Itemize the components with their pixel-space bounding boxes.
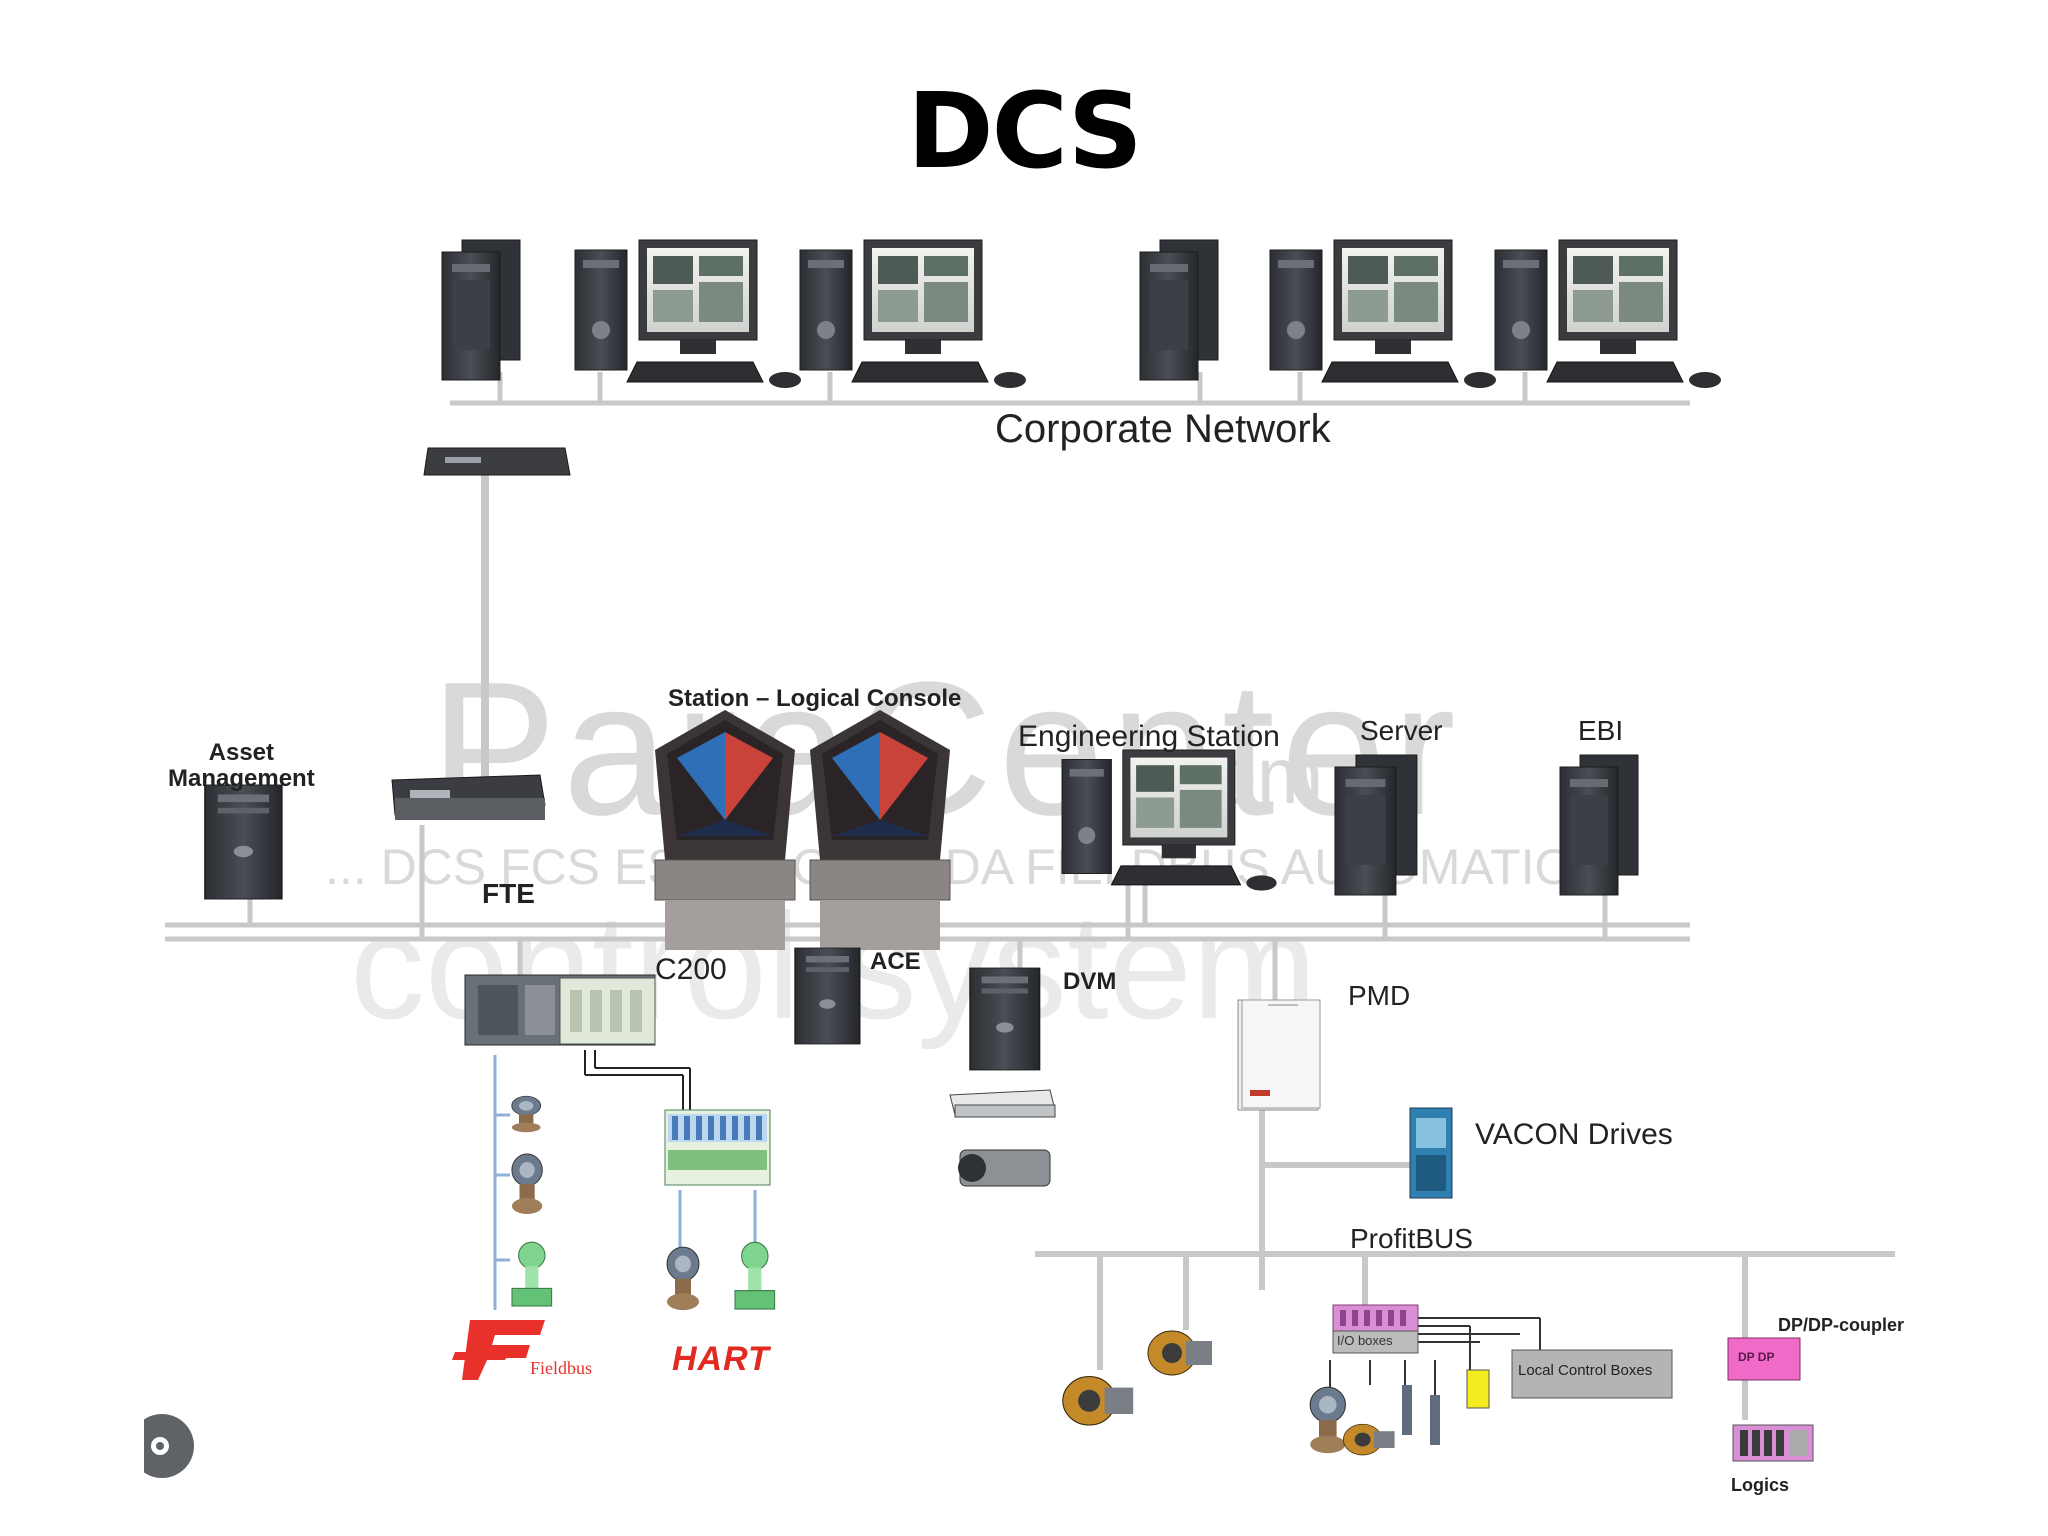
fte-switch — [391, 774, 546, 820]
io-device-sensor-2 — [1430, 1395, 1440, 1445]
corporate-workstation-3 — [1269, 239, 1497, 389]
logics-plc — [1732, 1424, 1814, 1462]
asset-management-server — [204, 784, 283, 900]
corporate-network-label: Corporate Network — [995, 407, 1331, 451]
server-tower — [1334, 754, 1418, 896]
io-box-lines — [1329, 1317, 1541, 1400]
ace-server — [794, 947, 861, 1045]
c200-label: C200 — [655, 953, 727, 986]
ace-label: ACE — [870, 948, 921, 975]
station-console-label: Station – Logical Console — [668, 685, 962, 712]
hart-flowmeter — [734, 1241, 776, 1310]
logical-console-2 — [809, 709, 951, 951]
engineering-station-label: Engineering Station — [1018, 720, 1280, 753]
logical-console-1 — [654, 709, 796, 951]
page-title: DCS — [907, 70, 1142, 192]
cctv-camera — [958, 1149, 1051, 1187]
fieldbus-line — [493, 1055, 757, 1310]
dp-coupler-box — [1727, 1337, 1801, 1381]
corporate-server-1 — [441, 239, 521, 381]
io-device-yellow — [1466, 1369, 1490, 1409]
corporate-workstation-4 — [1494, 239, 1722, 389]
dp-coupler-label: DP/DP-coupler — [1778, 1315, 1905, 1335]
hart-valve — [666, 1246, 700, 1311]
profitbus-label: ProfitBUS — [1350, 1223, 1473, 1254]
fieldbus-valve-1 — [511, 1153, 543, 1215]
asset-management-label: Asset Management — [168, 739, 315, 792]
router — [423, 447, 571, 476]
fieldbus-transmitter-1 — [511, 1095, 542, 1133]
io-device-valve — [1343, 1423, 1395, 1456]
google-lens-icon[interactable] — [130, 1414, 194, 1478]
logics-label: Logics — [1731, 1475, 1790, 1495]
profibus-bus — [1035, 1105, 1895, 1420]
ebi-label: EBI — [1578, 715, 1624, 746]
local-control-boxes-label: Local Control Boxes — [1518, 1362, 1653, 1379]
io-boxes-label: I/O boxes — [1337, 1333, 1393, 1348]
io-device-transmitter — [1309, 1386, 1346, 1454]
vacon-drive — [1409, 1107, 1453, 1199]
io-box — [1332, 1304, 1419, 1354]
dp-dp-box-label: DP DP — [1738, 1350, 1775, 1364]
corporate-workstation-2 — [799, 239, 1027, 389]
hart-terminal-block — [664, 1109, 771, 1186]
profibus-motor-1 — [1062, 1376, 1134, 1426]
c200-io-lines — [584, 1050, 691, 1110]
profibus-motor-2 — [1147, 1330, 1213, 1376]
engineering-station — [1061, 749, 1278, 892]
corporate-server-2 — [1139, 239, 1219, 381]
server-label: Server — [1360, 715, 1443, 746]
hart-logo-text: HART — [672, 1340, 770, 1378]
corporate-workstation-1 — [574, 239, 802, 389]
io-device-sensor-1 — [1402, 1385, 1412, 1435]
c200-controller — [464, 974, 656, 1046]
vacon-drives-label: VACON Drives — [1475, 1118, 1673, 1151]
fieldbus-flowmeter-1 — [511, 1241, 553, 1307]
pmd-label: PMD — [1348, 980, 1411, 1011]
fieldbus-logo — [452, 1320, 545, 1380]
local-control-boxes-box — [1511, 1349, 1673, 1399]
dvm-label: DVM — [1063, 968, 1117, 995]
dvm-server — [969, 967, 1041, 1071]
pmd-unit — [1237, 999, 1321, 1111]
video-encoder — [949, 1089, 1056, 1118]
fte-label: FTE — [482, 878, 535, 909]
fieldbus-logo-text: Fieldbus — [530, 1358, 593, 1378]
ebi-tower — [1559, 754, 1639, 896]
